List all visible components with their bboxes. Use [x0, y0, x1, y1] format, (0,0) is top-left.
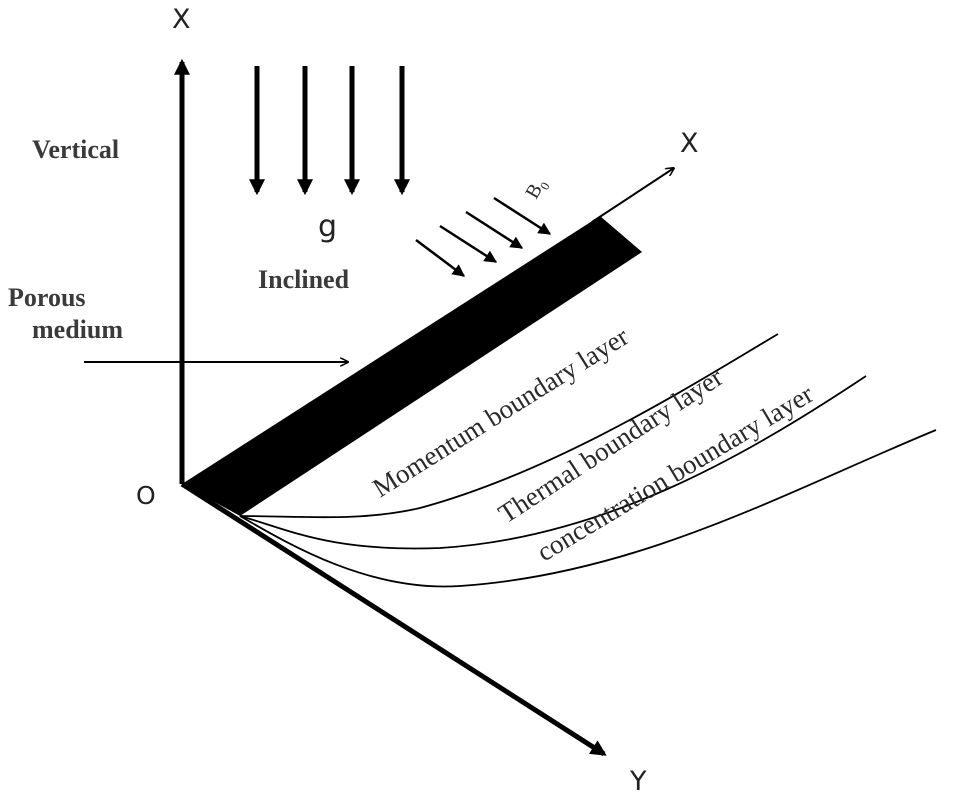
concentration-boundary-layer-curve	[239, 429, 937, 588]
inclined-plate	[182, 216, 642, 516]
thermal-boundary-layer-curve	[239, 375, 867, 550]
magnetic-field-arrow	[493, 196, 552, 236]
magnetic-field-arrow	[439, 224, 498, 264]
vertical-x-axis-label: X	[172, 4, 191, 35]
magnetic-field-arrow	[415, 239, 465, 277]
magnetic-field-arrows	[415, 196, 552, 277]
gravity-arrows	[248, 66, 411, 196]
inclined-label: Inclined	[258, 265, 350, 294]
y-axis-label: Y	[629, 766, 647, 797]
inclined-x-axis-label: X	[680, 128, 699, 159]
origin-label: O	[136, 481, 156, 510]
y-axis	[180, 481, 607, 757]
vertical-label: Vertical	[32, 135, 119, 164]
gravity-label: g	[318, 209, 337, 244]
magnetic-field-arrow	[465, 210, 524, 250]
inclined-x-axis	[591, 168, 674, 223]
porous-medium-label-line1: Porous	[8, 283, 86, 312]
porous-medium-label-line2: medium	[32, 315, 123, 344]
momentum-boundary-layer-curve	[239, 333, 779, 519]
magnetic-field-label: B0	[521, 174, 553, 204]
